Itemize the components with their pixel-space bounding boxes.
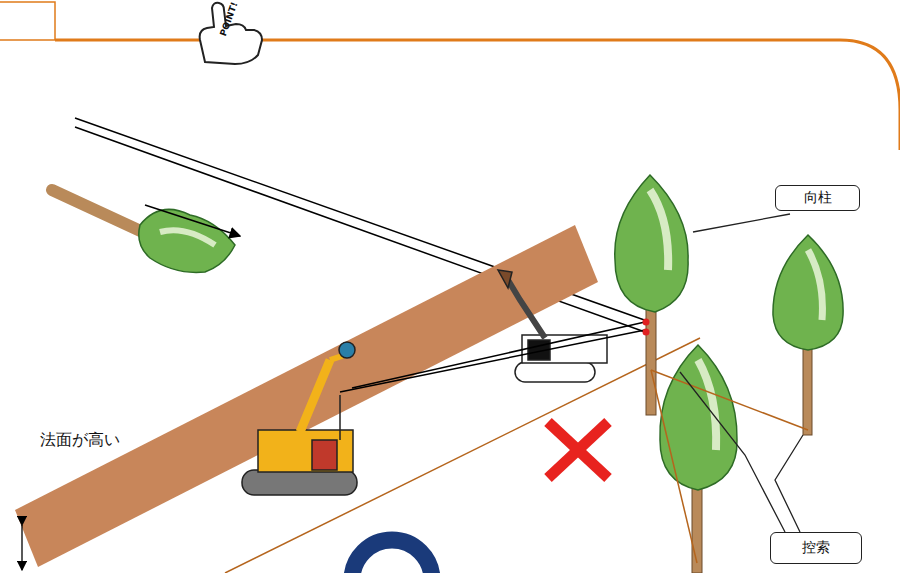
guy-line	[651, 370, 808, 430]
callout-text: 向柱	[804, 189, 832, 207]
direction-arrow	[145, 205, 240, 236]
header-line	[55, 40, 900, 150]
anchor-tree	[773, 235, 843, 435]
callout-pointer	[775, 435, 803, 532]
circle-mark	[352, 540, 432, 573]
log	[52, 190, 235, 272]
slope-note: 法面が高い	[40, 430, 120, 451]
callout-text: 控索	[802, 539, 830, 557]
height-arrow	[21, 525, 22, 570]
header-box	[0, 2, 55, 40]
cross-mark	[548, 422, 608, 478]
callout-box: 向柱	[775, 185, 860, 211]
slope-band	[15, 225, 598, 567]
excavator-white	[498, 270, 607, 382]
road-edge	[225, 338, 700, 573]
callout-box: 控索	[770, 532, 862, 564]
callout-pointer	[680, 372, 785, 532]
guy-line	[651, 370, 697, 563]
callout-pointer	[693, 214, 790, 232]
excavator-yellow	[242, 342, 357, 495]
